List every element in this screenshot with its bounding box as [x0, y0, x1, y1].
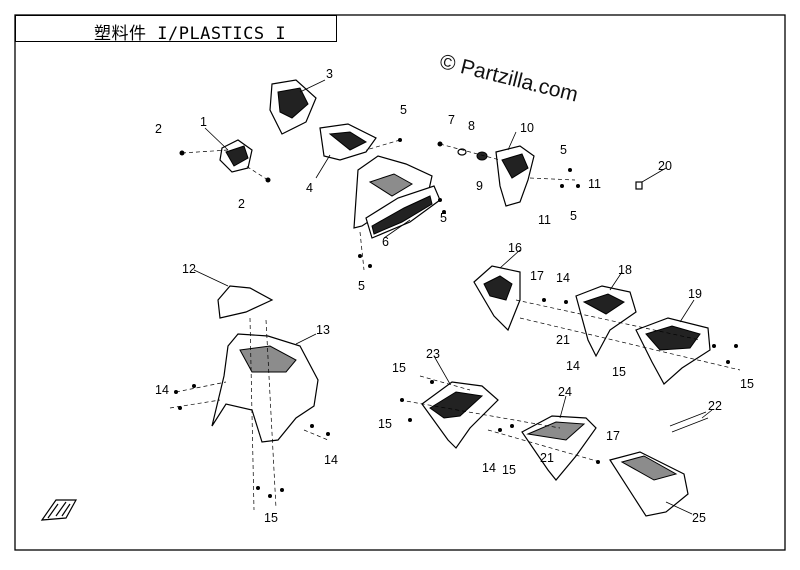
callout-20: 20 [658, 159, 672, 173]
callout-24: 24 [558, 385, 572, 399]
part-6 [365, 185, 441, 239]
clip-20 [635, 181, 643, 190]
callout-15: 15 [502, 463, 516, 477]
part-19 [635, 317, 711, 385]
callout-15: 15 [740, 377, 754, 391]
brand-logo-icon [40, 499, 78, 521]
callout-15: 15 [612, 365, 626, 379]
part-4 [319, 123, 377, 161]
callout-15: 15 [378, 417, 392, 431]
callout-19: 19 [688, 287, 702, 301]
spring-22 [669, 411, 709, 433]
callout-3: 3 [326, 67, 333, 81]
callout-17: 17 [530, 269, 544, 283]
callout-2: 2 [238, 197, 245, 211]
callout-18: 18 [618, 263, 632, 277]
callout-9: 9 [476, 179, 483, 193]
callout-11: 11 [538, 213, 551, 227]
callout-1: 1 [200, 115, 207, 129]
callout-5: 5 [570, 209, 577, 223]
callout-21: 21 [540, 451, 554, 465]
callout-14: 14 [566, 359, 580, 373]
callout-14: 14 [556, 271, 570, 285]
callout-23: 23 [426, 347, 440, 361]
diagram-border [14, 14, 786, 551]
callout-12: 12 [182, 262, 196, 276]
callout-4: 4 [306, 181, 313, 195]
part-24 [521, 415, 597, 481]
part-23 [421, 381, 499, 449]
callout-14: 14 [482, 461, 496, 475]
title-box: 塑料件 I/PLASTICS I [15, 15, 337, 44]
page-title: 塑料件 I/PLASTICS I [94, 24, 287, 44]
part-10-bracket [495, 145, 535, 207]
callout-25: 25 [692, 511, 706, 525]
part-25 [609, 451, 689, 517]
part-13 [211, 333, 319, 443]
callout-17: 17 [606, 429, 620, 443]
callout-labels: 1 2 2 3 4 5 5 5 5 5 6 7 8 9 10 11 11 12 … [155, 67, 754, 525]
assembly-lines [169, 139, 741, 511]
callout-15: 15 [392, 361, 406, 375]
callout-8: 8 [468, 119, 475, 133]
callout-2: 2 [155, 122, 162, 136]
part-16 [473, 265, 521, 332]
callout-6: 6 [382, 235, 389, 249]
callout-7: 7 [448, 113, 455, 127]
callout-5: 5 [358, 279, 365, 293]
callout-21: 21 [556, 333, 570, 347]
callout-14: 14 [324, 453, 338, 467]
grommet-9 [476, 151, 488, 161]
part-3 [269, 79, 317, 135]
leader-lines [193, 79, 713, 515]
callout-16: 16 [508, 241, 522, 255]
callout-22: 22 [708, 399, 722, 413]
callout-5: 5 [560, 143, 567, 157]
part-18 [575, 285, 637, 358]
callout-5: 5 [400, 103, 407, 117]
callout-14: 14 [155, 383, 169, 397]
callout-13: 13 [316, 323, 330, 337]
part-12 [217, 285, 274, 319]
callout-15: 15 [264, 511, 278, 525]
callout-11: 11 [588, 177, 601, 191]
part-1 [219, 139, 253, 173]
fasteners [174, 138, 738, 498]
callout-10: 10 [520, 121, 534, 135]
callout-5: 5 [440, 211, 447, 225]
